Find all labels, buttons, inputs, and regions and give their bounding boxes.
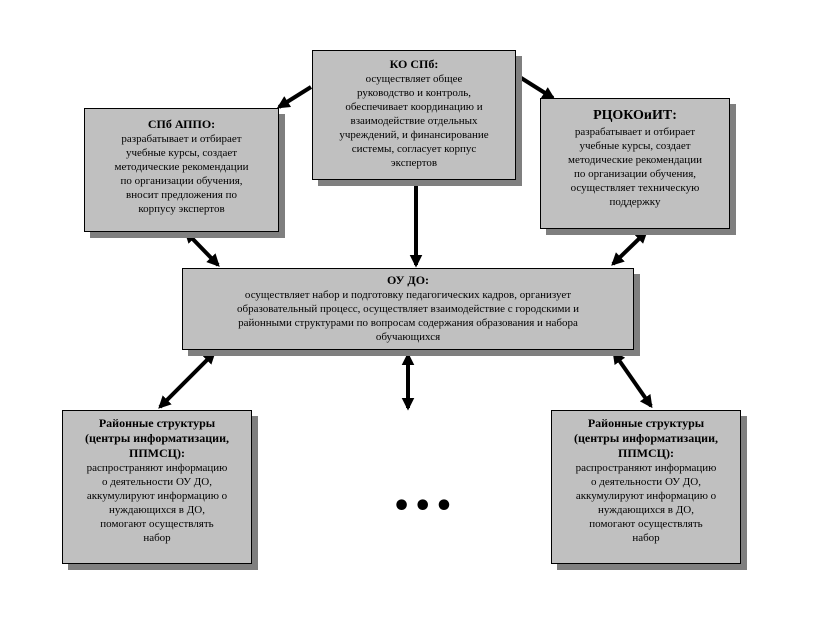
ko-spb-box: КО СПб: осуществляет общее руководство и… — [312, 50, 516, 180]
arrow-ko-to-rcoko — [516, 74, 556, 100]
rcoko-box: РЦОКОиИТ: разрабатывает и отбирает учебн… — [540, 98, 730, 229]
ellipsis-more-districts: ••• — [392, 489, 456, 524]
ou-do-box: ОУ ДО: осуществляет набор и подготовку п… — [182, 268, 634, 350]
district-structures-title-left: Районные структуры (центры информатизаци… — [84, 416, 229, 460]
district-structures-description-left: распространяют информацию о деятельности… — [86, 462, 228, 544]
ko-spb-description: осуществляет общее руководство и контрол… — [339, 73, 489, 169]
district-structures-title-right: Районные структуры (центры информатизаци… — [573, 416, 718, 460]
rcoko-title: РЦОКОиИТ: — [593, 108, 677, 123]
ou-do-title: ОУ ДО: — [386, 273, 430, 287]
district-structures-box-left: Районные структуры (центры информатизаци… — [62, 410, 252, 564]
arrow-ko-to-appo — [276, 85, 313, 109]
district-structures-box-right: Районные структуры (центры информатизаци… — [551, 410, 741, 564]
spb-appo-box: СПб АППО: разрабатывает и отбирает учебн… — [84, 108, 279, 232]
spb-appo-title: СПб АППО: — [147, 117, 216, 131]
arrow-appo-ou — [184, 230, 220, 267]
arrow-ou-district-left — [158, 351, 216, 409]
spb-appo-description: разрабатывает и отбирает учебные курсы, … — [114, 133, 249, 215]
rcoko-description: разрабатывает и отбирает учебные курсы, … — [568, 126, 702, 208]
arrow-rcoko-ou — [611, 230, 648, 266]
ko-spb-title: КО СПб: — [389, 57, 439, 71]
district-structures-description-right: распространяют информацию о деятельности… — [575, 462, 717, 544]
ou-do-description: осуществляет набор и подготовку педагоги… — [236, 289, 580, 343]
arrow-ou-district-right — [612, 350, 653, 409]
